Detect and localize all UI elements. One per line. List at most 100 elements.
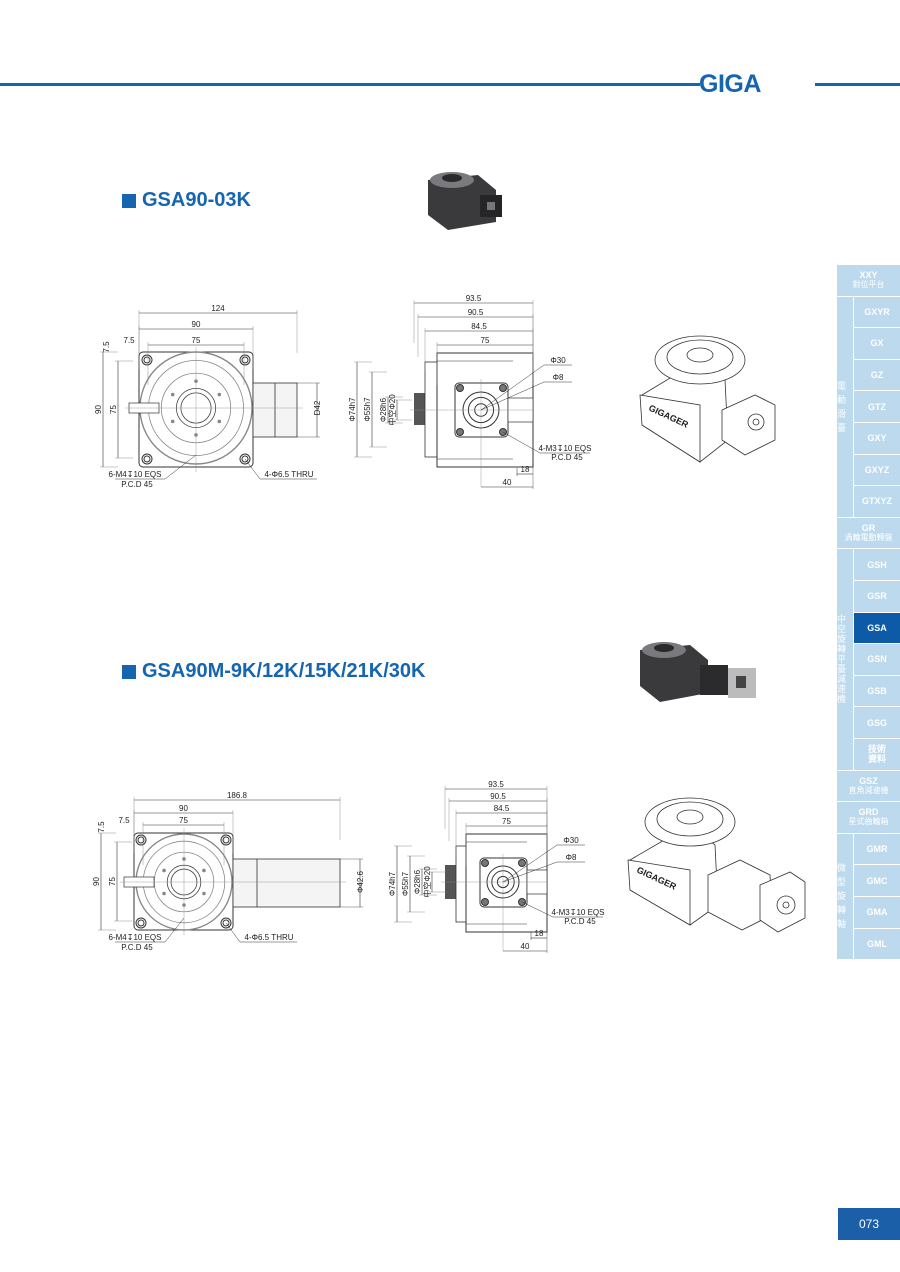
sidebar-item-subtitle: 資料 — [867, 754, 886, 765]
sidebar-item-code: GTZ — [868, 401, 886, 412]
drawing-line — [502, 861, 558, 883]
sidebar-item-gx[interactable]: GX — [854, 328, 900, 360]
page-number: 073 — [838, 1208, 900, 1240]
sidebar-item-code: GSN — [867, 654, 887, 665]
flange-outline — [455, 845, 467, 923]
sidebar-item-code: GSH — [867, 559, 887, 570]
tap-hole — [202, 891, 206, 896]
tap-hole-note: 6-M4↧10 EQS — [109, 470, 162, 479]
length-40-dim: 40 — [503, 478, 512, 487]
motor-outline — [232, 858, 341, 908]
mounting-hole-inner — [222, 836, 230, 844]
hole-span-dim: 75 — [179, 816, 188, 825]
drawing-line — [164, 917, 185, 943]
sidebar-group-label: 電動滑臺 — [837, 296, 854, 518]
length-40-dim: 40 — [521, 942, 530, 951]
dim-75-line: 75 — [502, 817, 511, 826]
sidebar-item-gma[interactable]: GMA — [854, 897, 900, 929]
sidebar-item-gsb[interactable]: GSB — [854, 675, 900, 708]
mounting-hole — [135, 834, 147, 846]
sidebar-item-gmr[interactable]: GMR — [854, 833, 900, 866]
tap-hole — [217, 392, 222, 397]
tap-hole — [170, 392, 175, 397]
drawing-line — [244, 458, 261, 480]
tap-hole-note: 6-M4↧10 EQS — [109, 933, 162, 942]
height-dim: 90 — [92, 877, 101, 886]
sidebar-item-code: GMC — [866, 875, 888, 886]
sidebar-item-gsa[interactable]: GSA — [854, 612, 900, 645]
tap-hole — [202, 868, 206, 873]
sidebar-group-label: 微型旋轉軸 — [837, 833, 854, 961]
sidebar-item-技術[interactable]: 技術資料 — [854, 739, 900, 771]
dim-93-5-line: 93.5 — [466, 294, 482, 303]
sidebar-item-gsr[interactable]: GSR — [854, 581, 900, 613]
drawing-line — [164, 454, 197, 480]
title-square-icon — [122, 664, 136, 679]
sidebar-item-gxy[interactable]: GXY — [854, 423, 900, 455]
tap-hole — [217, 419, 222, 424]
mounting-hole — [141, 354, 153, 366]
dia-74-dim: Φ74h7 — [388, 871, 397, 896]
sidebar-item-code: GSG — [866, 717, 887, 728]
sidebar-item-code: GZ — [870, 370, 884, 381]
sidebar-item-code: XXY — [859, 270, 878, 281]
hollow-dia-20-dim: 中空Φ20 — [422, 866, 432, 898]
sidebar-item-subtitle: 渦輪電動轉盤 — [844, 533, 893, 543]
length-18-dim: 18 — [521, 465, 530, 474]
mounting-hole-inner — [143, 356, 151, 364]
length-18-dim: 18 — [535, 929, 544, 938]
sidebar-item-code: GX — [870, 338, 884, 349]
sidebar-item-gxyr[interactable]: GXYR — [854, 296, 900, 329]
sidebar-item-code: 技術 — [867, 744, 886, 755]
hole-span-dim: 75 — [192, 336, 201, 345]
sidebar-item-code: GRD — [858, 807, 879, 818]
mounting-hole — [220, 834, 232, 846]
through-hole-note: 4-Φ6.5 THRU — [244, 933, 293, 942]
sidebar-item-gz[interactable]: GZ — [854, 359, 900, 392]
sidebar-item-gmc[interactable]: GMC — [854, 865, 900, 897]
offset-h-dim: 7.5 — [123, 336, 135, 345]
dia-55-dim: Φ55h7 — [363, 397, 372, 422]
sidebar-item-gxyz[interactable]: GXYZ — [854, 454, 900, 487]
sidebar-item-gsg[interactable]: GSG — [854, 707, 900, 739]
sidebar-item-gsn[interactable]: GSN — [854, 644, 900, 676]
drawing-line — [502, 844, 558, 883]
sidebar-item-subtitle: 星式齒輪箱 — [848, 817, 889, 827]
sidebar-item-gtz[interactable]: GTZ — [854, 391, 900, 423]
sidebar-group-label: 中空旋轉平臺減速機 — [837, 549, 854, 771]
title-text: GSA90-03K — [142, 189, 251, 211]
sidebar-item-subtitle: 對位平台 — [852, 280, 885, 290]
offset-v-dim: 7.5 — [97, 821, 106, 833]
dia-74-dim: Φ74h7 — [348, 397, 357, 422]
drawing-line — [521, 901, 554, 918]
dia-28-dim: Φ28h6 — [379, 397, 388, 422]
mounting-hole-inner — [143, 455, 151, 463]
flange-bolt — [456, 428, 464, 436]
sidebar-item-gml[interactable]: GML — [854, 928, 900, 961]
dia-28-dim: Φ28h6 — [413, 869, 422, 894]
section-title-2: GSA90M-9K/12K/15K/21K/30K — [122, 660, 425, 683]
mounting-hole-inner — [241, 356, 249, 364]
dim-93-5-line: 93.5 — [488, 780, 504, 789]
flange-outline — [424, 361, 438, 458]
output-plate — [414, 393, 425, 425]
sidebar-item-gsh[interactable]: GSH — [854, 549, 900, 581]
sidebar-item-gtxyz[interactable]: GTXYZ — [854, 486, 900, 518]
motor-dim: D42 — [313, 400, 322, 415]
tap-hole-note: 4-M3↧10 EQS — [552, 908, 605, 917]
flange-bolt — [518, 859, 526, 867]
product-photo-2 — [640, 642, 756, 702]
overall-length-dim: 186.8 — [227, 791, 248, 800]
flange-bolt — [499, 384, 507, 392]
dim-84-5-line: 84.5 — [494, 804, 510, 813]
flange-bolt — [481, 898, 489, 906]
mounting-hole-inner — [222, 919, 230, 927]
